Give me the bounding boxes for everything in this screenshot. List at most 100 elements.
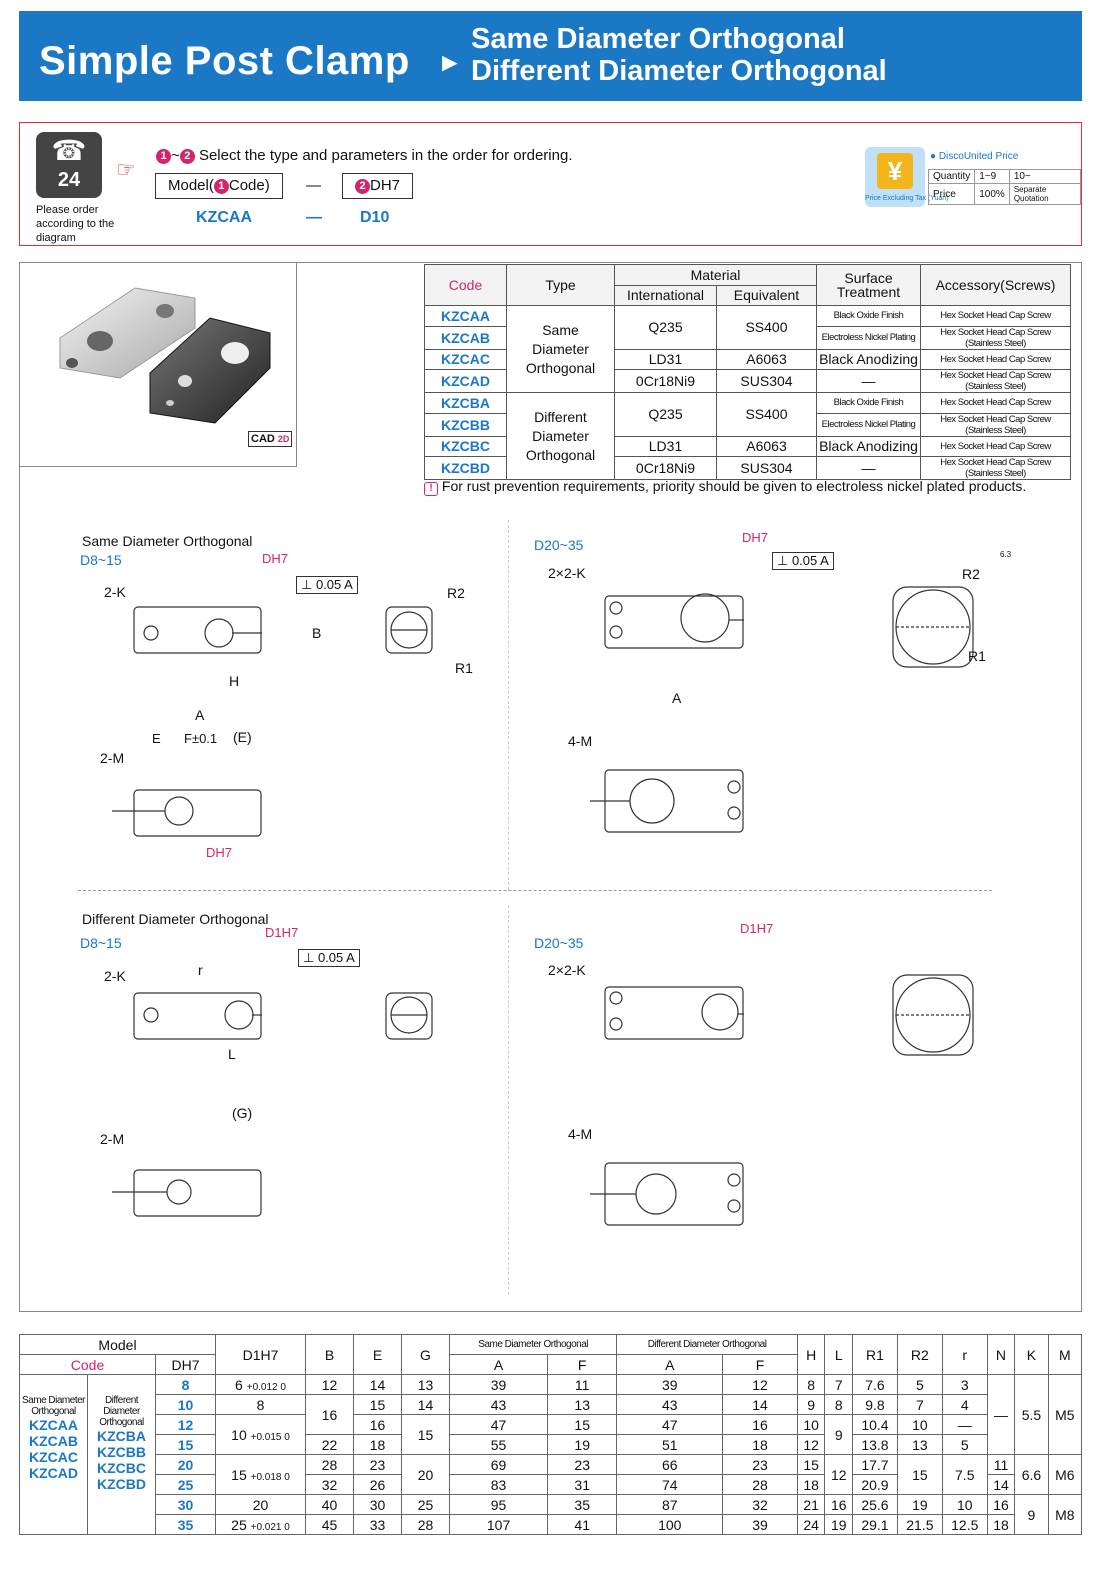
cell-r2: 21.5 (896, 1514, 943, 1535)
spec-equiv: SUS304 (716, 369, 817, 393)
cell-e: 15 (353, 1394, 402, 1415)
spec-accessory: Hex Socket Head Cap Screw (Stainless Ste… (920, 456, 1071, 480)
cell-da: 51 (616, 1434, 724, 1455)
cell-e: 33 (353, 1514, 402, 1535)
cell-g: 28 (401, 1514, 450, 1535)
cell-e: 26 (353, 1474, 402, 1495)
label-g-paren: (G) (232, 1105, 253, 1121)
cell-d1-value: 15 (231, 1466, 247, 1483)
label-2x2k: 2×2-K (548, 565, 586, 581)
label-r2: R2 (447, 585, 465, 601)
subtitle-different: Different Diameter Orthogonal (471, 55, 887, 87)
cell-sf: 15 (547, 1414, 618, 1435)
title-arrow: ► (437, 47, 463, 77)
spec-surface: — (816, 456, 921, 480)
cell-r1: 20.9 (852, 1474, 898, 1495)
cell-d: 20 (155, 1454, 216, 1475)
col-r2: R2 (896, 1334, 943, 1375)
label-dh7: DH7 (262, 551, 289, 566)
col-diff-a: A (616, 1354, 724, 1375)
cell-d: 12 (155, 1414, 216, 1435)
cell-d1-tol: +0.015 0 (250, 1431, 290, 1443)
cell-da: 47 (616, 1414, 724, 1435)
spec-surface: Black Anodizing (816, 348, 921, 370)
col-k: K (1014, 1334, 1049, 1375)
rust-note: ! For rust prevention requirements, prio… (424, 478, 1026, 496)
cell-sf: 23 (547, 1454, 618, 1475)
cell-e: 30 (353, 1494, 402, 1515)
warning-icon: ! (424, 482, 438, 496)
label-datum-large: A (820, 553, 829, 568)
product-photo: CAD 2D (19, 262, 297, 467)
cell-e: 16 (353, 1414, 402, 1435)
spec-header-accessory: Accessory(Screws) (920, 264, 1071, 306)
cell-df: 14 (722, 1394, 798, 1415)
cell-r1: 29.1 (852, 1514, 898, 1535)
col-n: N (986, 1334, 1016, 1375)
model-badge: 1 (213, 179, 229, 194)
code-kzcad: KZCAD (29, 1465, 78, 1481)
price-p2: Separate Quotation (1008, 183, 1082, 205)
order-dash: — (306, 177, 321, 194)
cell-r2: 19 (896, 1494, 943, 1515)
spec-equiv: SS400 (716, 305, 817, 350)
cell-df: 16 (722, 1414, 798, 1435)
cell-sa: 43 (448, 1394, 549, 1415)
cell-n: — (986, 1374, 1016, 1455)
cell-r1: 13.8 (852, 1434, 898, 1455)
label-tolerance: ⊥ 0.05 A (296, 576, 358, 594)
spec-code: KZCBC (424, 435, 507, 457)
label-r2-large: R2 (962, 566, 980, 582)
cell-sa: 39 (448, 1374, 549, 1395)
cell-g: 14 (401, 1394, 450, 1415)
spec-table: Code Type Material Surface Treatment Acc… (424, 264, 1071, 480)
col-same-a: A (448, 1354, 549, 1375)
cell-r: 7.5 (941, 1454, 988, 1495)
drawing-divider-v1 (508, 520, 509, 890)
cell-l: 7 (824, 1374, 854, 1395)
spec-intl: 0Cr18Ni9 (614, 369, 717, 393)
same-codes-title: Same Diameter Orthogonal (22, 1395, 85, 1417)
col-b: B (305, 1334, 354, 1375)
label-e-paren: (E) (233, 729, 252, 745)
col-h: H (796, 1334, 826, 1375)
code-kzcbb: KZCBB (97, 1444, 146, 1460)
cell-h: 15 (796, 1454, 826, 1475)
code-kzcbc: KZCBC (97, 1460, 146, 1476)
label-r1: R1 (455, 660, 473, 676)
cell-b: 28 (305, 1454, 354, 1475)
cell-r1: 10.4 (852, 1414, 898, 1435)
label-dh7-large: DH7 (742, 530, 769, 545)
technical-drawings (112, 586, 974, 1226)
cell-sf: 41 (547, 1514, 618, 1535)
label-datum: A (344, 577, 353, 592)
code-kzcaa: KZCAA (29, 1417, 78, 1433)
range-same-large: D20~35 (534, 537, 584, 553)
cell-df: 39 (722, 1514, 798, 1535)
cell-l: 16 (824, 1494, 854, 1515)
d-badge: 2 (355, 179, 370, 194)
price-badge: ¥ Price Excluding Tax (Yuan) (865, 147, 949, 207)
price-label: Price (927, 183, 976, 205)
cell-h: 9 (796, 1394, 826, 1415)
spec-code: KZCAB (424, 325, 507, 350)
cell-d: 10 (155, 1394, 216, 1415)
col-same-f: F (547, 1354, 618, 1375)
rust-note-text: For rust prevention requirements, priori… (441, 478, 1027, 494)
pointing-hand-icon: ☞ (116, 157, 136, 182)
drawing-divider (78, 890, 992, 891)
cell-n: 16 (986, 1494, 1016, 1515)
cell-r: 12.5 (941, 1514, 988, 1535)
cell-da: 100 (616, 1514, 724, 1535)
code-kzcba: KZCBA (97, 1428, 146, 1444)
cell-sa: 107 (448, 1514, 549, 1535)
cell-l: 19 (824, 1514, 854, 1535)
page-subtitle: Same Diameter Orthogonal Different Diame… (471, 23, 887, 87)
spec-code: KZCBB (424, 412, 507, 437)
cell-d1-value: 10 (231, 1426, 247, 1443)
range-same-small: D8~15 (80, 552, 122, 568)
cell-n: 11 (986, 1454, 1016, 1475)
label-tolerance-diff: ⊥ 0.05 A (298, 949, 360, 967)
cell-e: 23 (353, 1454, 402, 1475)
